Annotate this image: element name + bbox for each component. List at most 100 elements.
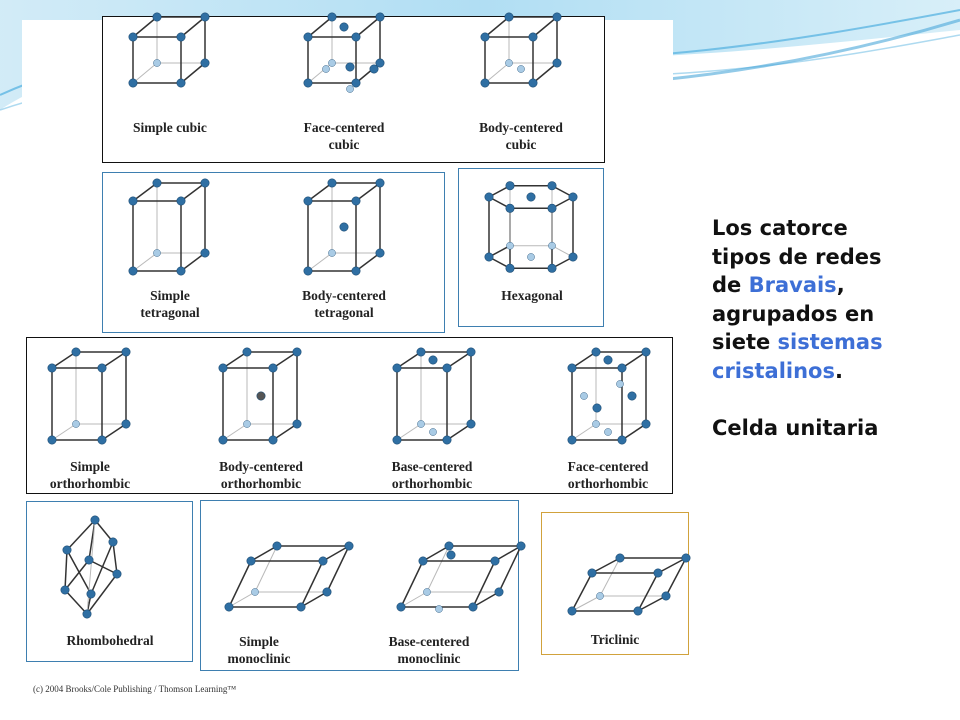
lattice-edge: [400, 560, 424, 608]
lattice-drawing: [567, 553, 691, 616]
lattice-edge: [355, 252, 381, 272]
lattice-atom: [428, 355, 438, 365]
lattice-atom: [303, 32, 313, 42]
lattice-atom: [345, 62, 355, 72]
lattice-atom: [653, 568, 663, 578]
lattice-atom: [375, 58, 385, 68]
label-hexagonal: Hexagonal: [501, 288, 563, 303]
lattice-edge: [250, 545, 278, 562]
lattice-edge: [396, 423, 422, 441]
lattice-atom: [617, 363, 627, 373]
lattice-atom: [444, 541, 454, 551]
side-line: .: [835, 358, 843, 383]
lattice-edge: [180, 16, 206, 38]
label-rhombohedral: Rhombohedral: [66, 633, 154, 648]
lattice-edge: [51, 423, 77, 441]
lattice-atom: [490, 556, 500, 566]
side-description: Los catorce tipos de redes de Bravais, a…: [712, 214, 952, 442]
panel-rhombohedral: Rhombohedral: [26, 501, 193, 662]
lattice-atom: [97, 435, 107, 445]
side-line: Los catorce: [712, 216, 848, 240]
lattice-atom: [392, 363, 402, 373]
lattice-atom: [423, 588, 431, 596]
lattice-edge: [132, 182, 158, 202]
lattice-atom: [344, 541, 354, 551]
lattice-atom: [591, 347, 601, 357]
lattice-atom: [176, 266, 186, 276]
lattice-atom: [528, 78, 538, 88]
bravais-term: Bravais: [748, 273, 837, 298]
lattice-atom: [392, 435, 402, 445]
lattice-atom: [351, 32, 361, 42]
lattice-atom: [552, 58, 562, 68]
lattice-atom: [568, 192, 578, 202]
lattice-atom: [128, 266, 138, 276]
lattice-atom: [153, 59, 161, 67]
lattice-edge: [637, 595, 667, 612]
lattice-edge: [472, 560, 496, 608]
simple-tetragonal-lattice: [128, 178, 210, 276]
lattice-atom: [84, 555, 94, 565]
lattice-atom: [97, 363, 107, 373]
lattice-edge: [591, 557, 621, 574]
lattice-atom: [528, 32, 538, 42]
lattice-atom: [505, 181, 515, 191]
lattice-edge: [94, 519, 114, 543]
lattice-edge: [355, 182, 381, 202]
lattice-atom: [505, 59, 513, 67]
lattice-atom: [200, 248, 210, 258]
lattice-edge: [228, 591, 256, 608]
lattice-edge: [132, 62, 158, 84]
lattice-atom: [303, 266, 313, 276]
simple-ortho-lattice: [47, 347, 131, 445]
lattice-edge: [657, 557, 687, 574]
lattice-atom: [568, 252, 578, 262]
lattice-edge: [446, 351, 472, 369]
lattice-edge: [307, 16, 333, 38]
lattice-drawing: [128, 12, 562, 93]
lattice-atom: [484, 252, 494, 262]
lattice-edge: [307, 252, 333, 272]
lattice-atom: [86, 589, 96, 599]
lattice-atom: [303, 78, 313, 88]
lattice-atom: [661, 591, 671, 601]
lattice-atom: [328, 249, 336, 257]
lattice-edge: [180, 252, 206, 272]
lattice-edge: [322, 545, 350, 562]
lattice-atom: [517, 65, 525, 73]
side-line: siete: [712, 330, 778, 355]
lattice-atom: [272, 541, 282, 551]
lattice-atom: [429, 428, 437, 436]
lattice-atom: [527, 253, 535, 261]
hexagonal-lattice: [484, 181, 578, 273]
lattice-edge: [86, 573, 118, 615]
lattice-atom: [466, 347, 476, 357]
lattice-edge: [64, 589, 88, 615]
lattice-atom: [627, 391, 637, 401]
lattice-atom: [351, 266, 361, 276]
lattice-atom: [548, 241, 556, 250]
lattice-edge: [300, 560, 324, 608]
lattice-edge: [222, 423, 248, 441]
lattice-atom: [435, 605, 443, 613]
lattice-edge: [426, 545, 450, 593]
lattice-atom: [246, 556, 256, 566]
lattice-atom: [375, 178, 385, 188]
lattice-edge: [90, 541, 114, 595]
lattice-edge: [599, 557, 621, 597]
lattice-atom: [596, 592, 604, 600]
lattice-atom: [327, 12, 337, 22]
lattice-edge: [307, 62, 333, 84]
lattice-atom: [351, 196, 361, 206]
lattice-edge: [88, 559, 118, 575]
lattice-edge: [180, 182, 206, 202]
lattice-atom: [396, 602, 406, 612]
lattice-edge: [532, 62, 558, 84]
lattice-edge: [132, 16, 158, 38]
lattice-edge: [571, 572, 593, 612]
